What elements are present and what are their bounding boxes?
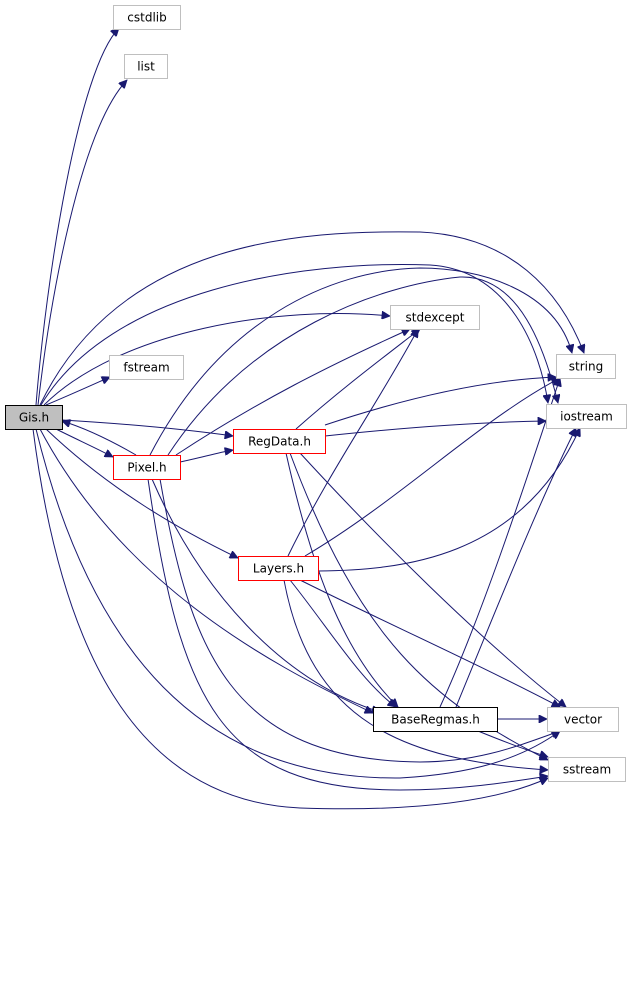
edge-gis-to-list — [37, 80, 127, 406]
edge-regdata-to-vector — [299, 452, 566, 707]
edge-pixel-to-sstream — [147, 478, 548, 791]
edge-regdata-to-iostream — [324, 421, 546, 437]
node-box — [5, 405, 63, 430]
node-box — [233, 429, 326, 454]
node-list[interactable]: list — [124, 54, 168, 79]
node-label: list — [137, 60, 155, 74]
edge-layers-to-string — [304, 377, 560, 557]
edge-gis-to-iostream — [40, 264, 548, 406]
node-box — [109, 355, 184, 380]
edge-baseregmas-to-string — [439, 378, 560, 708]
edge-gis-to-vector — [35, 428, 560, 779]
edge-layers-to-iostream — [317, 428, 580, 572]
edge-gis-to-string — [39, 231, 584, 406]
node-label: fstream — [123, 361, 169, 375]
node-box — [548, 757, 626, 782]
node-label: iostream — [560, 410, 613, 424]
edge-gis-to-fstream — [45, 377, 110, 406]
node-stdexcept[interactable]: stdexcept — [390, 305, 480, 330]
edge-gis-to-stdexcept — [43, 314, 390, 406]
node-string[interactable]: string — [556, 354, 616, 379]
node-label: cstdlib — [127, 11, 166, 25]
edge-gis-to-cstdlib — [35, 28, 119, 406]
node-box — [390, 305, 480, 330]
node-box — [113, 455, 181, 480]
edge-regdata-to-baseregmas — [285, 452, 398, 707]
edges-layer — [32, 28, 584, 810]
node-label: string — [569, 360, 603, 374]
node-vector[interactable]: vector — [547, 707, 619, 732]
edge-pixel-to-baseregmas — [151, 478, 380, 712]
edge-baseregmas-to-sstream — [477, 730, 548, 757]
node-label: Gis.h — [19, 411, 49, 425]
node-label: vector — [564, 713, 602, 727]
node-box — [556, 354, 616, 379]
edge-gis-to-layers — [45, 428, 238, 558]
node-box — [546, 404, 627, 429]
node-label: Layers.h — [253, 562, 304, 576]
node-iostream[interactable]: iostream — [546, 404, 627, 429]
node-pixel-h[interactable]: Pixel.h — [113, 455, 181, 480]
node-label: Pixel.h — [127, 461, 166, 475]
edge-regdata-to-sstream — [289, 452, 548, 761]
nodes-layer: Gis.h cstdlib list fstream stdexcept str… — [5, 5, 627, 782]
edge-pixel-to-string — [149, 267, 572, 456]
edge-regdata-to-stdexcept — [295, 329, 420, 430]
node-box — [124, 54, 168, 79]
node-gis-h[interactable]: Gis.h — [5, 405, 63, 430]
node-sstream[interactable]: sstream — [548, 757, 626, 782]
edge-gis-to-regdata — [61, 419, 233, 436]
node-fstream[interactable]: fstream — [109, 355, 184, 380]
edge-layers-to-sstream — [283, 579, 548, 770]
edge-gis-to-sstream — [32, 428, 548, 810]
node-box — [373, 707, 498, 732]
node-label: stdexcept — [406, 311, 465, 325]
node-baseregmas-h[interactable]: BaseRegmas.h — [373, 707, 498, 732]
node-label: sstream — [563, 763, 611, 777]
edge-pixel-to-stdexcept — [175, 329, 410, 456]
node-box — [547, 707, 619, 732]
node-label: BaseRegmas.h — [391, 713, 480, 727]
edge-pixel-to-iostream — [167, 276, 558, 456]
edge-layers-to-vector — [299, 579, 560, 708]
edge-layers-to-baseregmas — [289, 579, 396, 707]
node-box — [113, 5, 181, 30]
node-regdata-h[interactable]: RegData.h — [233, 429, 326, 454]
node-cstdlib[interactable]: cstdlib — [113, 5, 181, 30]
node-box — [238, 556, 319, 581]
node-label: RegData.h — [248, 435, 311, 449]
edge-gis-to-baseregmas — [39, 428, 373, 713]
edge-pixel-to-vector — [159, 478, 560, 763]
edge-regdata-to-string — [324, 377, 556, 426]
edge-gis-to-pixel — [55, 428, 113, 458]
edge-layers-to-stdexcept — [287, 329, 419, 557]
node-layers-h[interactable]: Layers.h — [238, 556, 319, 581]
edge-baseregmas-to-iostream — [455, 428, 577, 708]
edge-pixel-to-regdata — [179, 450, 233, 463]
edge-pixel-to-gis — [62, 421, 137, 456]
